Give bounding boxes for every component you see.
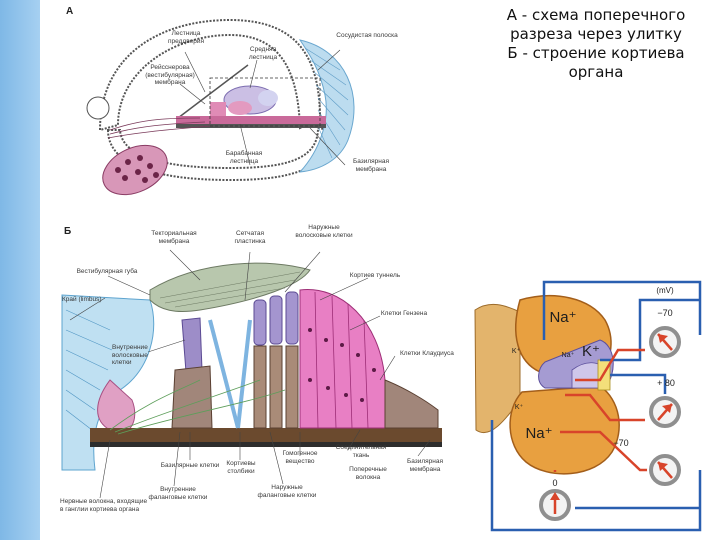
nerve-fibers	[109, 379, 286, 435]
label-corti-tunnel: Кортиев туннель	[349, 272, 401, 279]
panel-a-letter: A	[66, 6, 74, 17]
label-hensen-cells: Клетки Гензена	[380, 310, 428, 317]
basilar-bed	[176, 116, 326, 126]
label-basilar-membrane-a: Базилярная мембрана	[352, 158, 390, 173]
label-reissner-membrane: Рейсснерова (вестибулярная) мембрана	[145, 64, 195, 86]
scala-tympani-compartment	[509, 385, 620, 475]
label-claudius-cells: Клетки Клаудиуса	[400, 350, 454, 357]
panel-b-letter: Б	[64, 226, 72, 237]
label-connective-tissue: Соединительная ткань	[335, 444, 387, 459]
label-tectorial-membrane: Текториальная мембрана	[151, 230, 197, 245]
zoom-box	[209, 77, 321, 127]
meter-4-value: 0	[552, 478, 558, 488]
outer-phalangeal-cell	[253, 345, 267, 429]
outer-phalangeal-cell	[269, 345, 283, 429]
reissner-membrane	[177, 64, 249, 119]
label-homogeneous-substance: Гомогенное вещество	[282, 450, 318, 465]
inner-phalangeal-cell	[171, 365, 213, 429]
figure-caption: А - схема поперечного разреза через улит…	[488, 6, 704, 82]
outer-hair-cell	[253, 299, 267, 346]
label-stria-vascularis: Сосудистая полоска	[336, 32, 398, 39]
k-lower-label: K⁺	[514, 404, 524, 411]
meter-4	[537, 487, 573, 523]
claudius-cells	[384, 379, 439, 429]
label-nerve-fibers: Нервные волокна, входящие в ганглии корт…	[60, 498, 148, 513]
caption-line: органа	[568, 63, 624, 81]
outer-hair-cell	[285, 291, 299, 345]
label-basilar-membrane-b: Базилярная мембрана	[406, 458, 444, 473]
modiolus-marker	[86, 96, 110, 120]
meter-1	[647, 324, 683, 360]
caption-line: разреза через улитку	[510, 25, 682, 43]
meter-2-value: + 80	[657, 378, 675, 388]
basilar-membrane-b	[90, 428, 442, 442]
na-bottom-label: Na⁺	[525, 425, 553, 442]
caption-line: А - схема поперечного	[506, 6, 686, 24]
na-top-label: Na⁺	[549, 309, 577, 326]
k-mid-label: K⁺	[582, 343, 600, 360]
label-inner-hair-cells: Внутренние волосковые клетки	[112, 344, 148, 366]
meter-1-value: −70	[657, 308, 673, 318]
caption-line: Б - строение кортиева	[507, 44, 685, 62]
label-reticular-lamina: Сетчатая пластинка	[234, 230, 266, 245]
outer-wall	[106, 126, 332, 182]
stria-vascularis	[298, 39, 355, 173]
label-limbus: Край (limbus)	[62, 296, 102, 303]
label-outer-phalangeal-cells: Наружные фаланговые клетки	[257, 484, 317, 499]
label-scala-vestibuli: Лестница преддверия	[168, 30, 204, 45]
label-corti-pillars: Кортиевы столбики	[226, 460, 256, 475]
na-mid-label: Na⁺	[561, 352, 575, 359]
outer-hair-cell	[269, 295, 283, 345]
tectorial-membrane	[149, 262, 311, 313]
outer-phalangeal-cell	[285, 345, 299, 429]
corti-pillars	[208, 319, 252, 429]
units-label: (mV)	[656, 286, 674, 295]
label-outer-hair-cells: Наружные волосковые клетки	[295, 224, 353, 239]
meter-2	[647, 394, 683, 430]
spiral-ganglion	[102, 144, 168, 196]
label-middle-scala: Средняя лестница	[248, 46, 278, 61]
label-inner-phalangeal-cells: Внутренние фаланговые клетки	[148, 486, 208, 501]
label-border-cells: Базилярные клетки	[160, 462, 220, 469]
meter-3	[647, 452, 683, 488]
label-scala-tympani: Барабанная лестница	[225, 150, 263, 165]
meter-3-value: −70	[613, 438, 629, 448]
k-left-label: K⁺	[511, 348, 521, 355]
label-transverse-fibers: Поперечные волокна	[349, 466, 387, 481]
label-vestibular-lip: Вестибулярная губа	[76, 268, 138, 275]
